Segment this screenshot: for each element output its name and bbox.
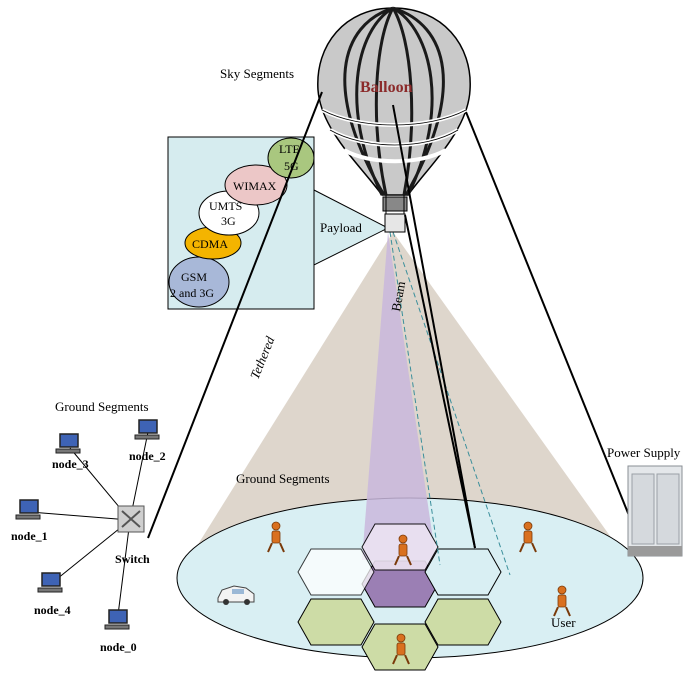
switch-device — [117, 505, 145, 533]
beam-tether-line — [392, 104, 476, 549]
hex-cell-lower-left — [297, 598, 375, 646]
power-supply-cabinet — [627, 465, 683, 557]
user-label: User — [551, 615, 576, 630]
user-figure-5 — [392, 633, 410, 665]
balloon-basket — [382, 196, 408, 212]
ground-segments-center-label: Ground Segments — [236, 471, 330, 486]
beam-line — [404, 214, 476, 549]
network-links — [29, 431, 149, 616]
cdma-label: CDMA — [192, 237, 228, 251]
balloon-label: Balloon — [360, 79, 413, 96]
gsm-line1: GSM — [181, 270, 207, 284]
umts-line2: 3G — [221, 214, 236, 228]
tether-line — [147, 91, 323, 539]
node-4-label: node_4 — [34, 603, 71, 617]
sky-segments-label: Sky Segments — [220, 66, 294, 81]
balloon-gores — [343, 6, 445, 196]
node-0-label: node_0 — [100, 640, 137, 654]
power-supply-label: Power Supply — [607, 445, 681, 460]
node-2-icon — [134, 419, 160, 440]
umts-line1: UMTS — [209, 199, 242, 213]
hex-cell-upper-right — [424, 548, 502, 596]
node-0-icon — [104, 609, 130, 630]
node-4-icon — [37, 572, 63, 593]
user-figure-1 — [267, 521, 285, 553]
payload-label: Payload — [320, 220, 362, 235]
balloon-band-outlines — [321, 109, 467, 146]
user-figure-4 — [553, 585, 571, 617]
power-line — [465, 111, 631, 519]
switch-label: Switch — [115, 552, 150, 566]
wimax-ellipse — [224, 164, 288, 206]
ground-segments-left-label: Ground Segments — [55, 399, 149, 414]
tethered-label: Tethered — [247, 334, 278, 381]
lte-ellipse — [267, 137, 315, 179]
wimax-label: WIMAX — [233, 179, 277, 193]
node-3-icon — [55, 433, 81, 454]
hex-cell-lower-right — [424, 598, 502, 646]
balloon-envelope — [317, 7, 471, 196]
dashed-beam-line-1 — [389, 231, 441, 566]
hex-cells — [297, 523, 502, 671]
balloon-payload-unit — [384, 213, 406, 233]
user-figure-2 — [394, 534, 412, 566]
lte-line1: LTE — [279, 142, 300, 156]
node-1-label: node_1 — [11, 529, 48, 543]
hex-cell-upper-left — [297, 548, 375, 596]
beam-shape — [362, 232, 436, 560]
beam-label: Beam — [388, 280, 408, 312]
car-icon — [217, 585, 255, 605]
gsm-line2: 2 and 3G — [170, 286, 214, 300]
node-2-label: node_2 — [129, 449, 166, 463]
node-1-icon — [15, 499, 41, 520]
dashed-beam-line-2 — [392, 231, 511, 576]
payload-connector — [313, 189, 390, 266]
node-3-label: node_3 — [52, 457, 89, 471]
user-figure-3 — [519, 521, 537, 553]
user-figures — [267, 521, 571, 665]
balloon — [317, 6, 471, 233]
